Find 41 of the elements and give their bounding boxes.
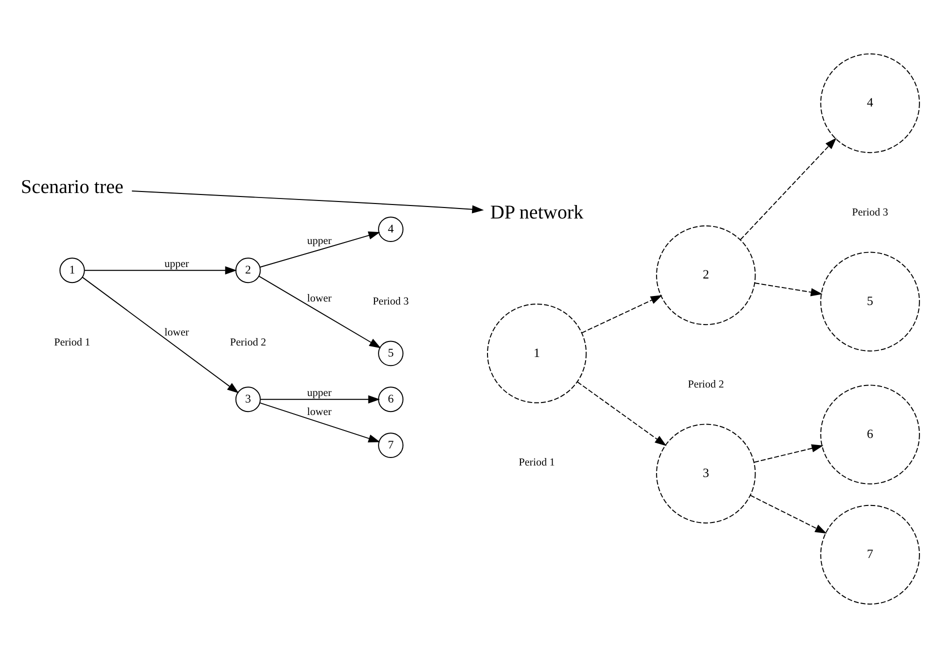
- node-circle: 5: [378, 340, 404, 366]
- node-circle: 2: [235, 257, 261, 283]
- label: Period 2: [230, 336, 266, 348]
- arrow: [754, 282, 823, 296]
- edge-label: lower: [164, 326, 189, 338]
- arrow: [258, 275, 382, 348]
- arrow: [750, 494, 827, 534]
- arrow: [82, 276, 239, 393]
- node-circle: 3: [656, 423, 756, 523]
- arrow: [581, 294, 662, 333]
- node-text: DP network: [490, 202, 584, 224]
- label: Period 3: [372, 294, 409, 307]
- edge-label: lower: [307, 292, 332, 304]
- edge-label: upper: [307, 234, 332, 246]
- arrow: [740, 137, 837, 240]
- edge-label: lower: [307, 405, 332, 418]
- node-circle: 5: [820, 251, 920, 351]
- node-circle: 1: [487, 303, 587, 403]
- label: Period 1: [518, 456, 555, 468]
- label: Period 2: [688, 378, 724, 390]
- arrow: [260, 402, 380, 442]
- node-circle: 4: [378, 216, 404, 242]
- label: Period 3: [852, 206, 888, 218]
- node-text: Scenario tree: [20, 176, 124, 198]
- edge-label: upper: [164, 258, 189, 270]
- arrow: [84, 266, 237, 274]
- arrow: [131, 190, 484, 213]
- arrow: [260, 230, 380, 268]
- node-circle: 1: [59, 257, 85, 283]
- node-circle: 4: [820, 52, 920, 153]
- label: Period 1: [54, 336, 90, 348]
- node-circle: 2: [656, 224, 756, 325]
- arrow: [754, 444, 824, 462]
- edge-label: upper: [307, 386, 332, 399]
- arrow: [576, 380, 667, 446]
- node-circle: 3: [235, 386, 261, 412]
- node-circle: 7: [820, 504, 920, 604]
- node-circle: 7: [378, 432, 404, 458]
- node-circle: 6: [820, 384, 920, 484]
- node-circle: 6: [378, 386, 404, 412]
- arrow: [260, 394, 380, 403]
